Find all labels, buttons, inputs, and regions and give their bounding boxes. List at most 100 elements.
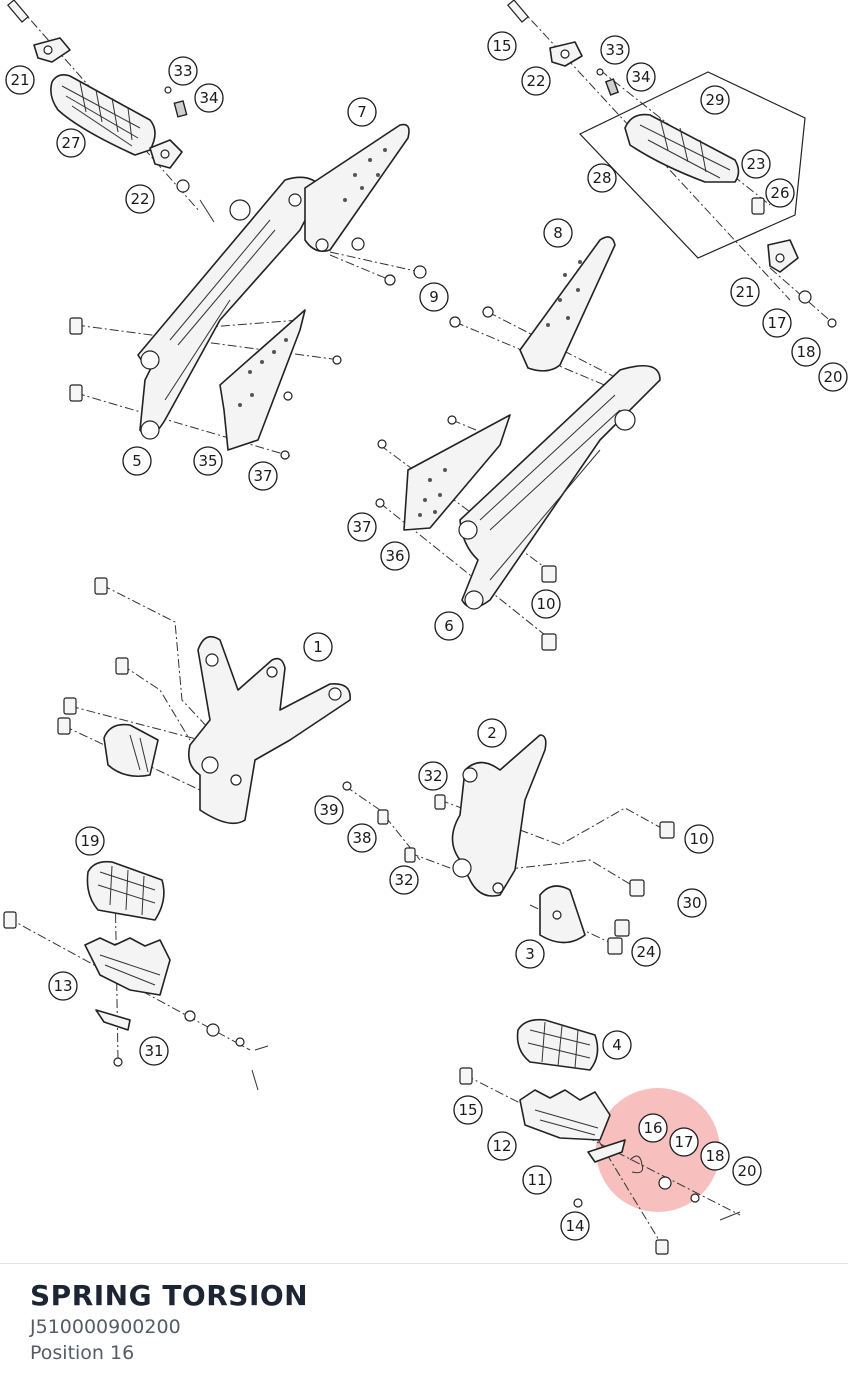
callout[interactable]: 13 (48, 971, 78, 1001)
callout-label: 32 (423, 767, 442, 785)
callout-label: 1 (313, 638, 323, 656)
callout-label: 19 (80, 832, 99, 850)
callout[interactable]: 33 (600, 35, 630, 65)
exploded-parts-diagram: 21 33 34 27 22 7 15 22 33 34 29 23 26 28… (3, 0, 848, 1255)
section-divider (0, 1263, 848, 1264)
callout[interactable]: 9 (419, 282, 449, 312)
callout-label: 6 (444, 617, 454, 635)
callout-label: 18 (796, 343, 815, 361)
callout-label: 21 (10, 71, 29, 89)
callout-label: 11 (527, 1171, 546, 1189)
callout-label: 32 (394, 871, 413, 889)
callout-label: 12 (492, 1137, 511, 1155)
callout-label: 16 (643, 1119, 662, 1137)
callout[interactable]: 30 (677, 888, 707, 918)
callout-label: 15 (458, 1101, 477, 1119)
callout[interactable]: 7 (347, 97, 377, 127)
callout[interactable]: 12 (487, 1131, 517, 1161)
callout-label: 29 (705, 91, 724, 109)
callout[interactable]: 31 (139, 1036, 169, 1066)
callout[interactable]: 4 (602, 1030, 632, 1060)
callout[interactable]: 15 (487, 31, 517, 61)
callout-label: 22 (526, 72, 545, 90)
callout[interactable]: 26 (765, 178, 795, 208)
callout-selected[interactable]: 16 (638, 1113, 668, 1143)
callout-label: 17 (767, 314, 786, 332)
callout[interactable]: 8 (543, 218, 573, 248)
callout-label: 27 (61, 134, 80, 152)
callout-label: 31 (144, 1042, 163, 1060)
callout-label: 13 (53, 977, 72, 995)
callout[interactable]: 19 (75, 826, 105, 856)
callout[interactable]: 27 (56, 128, 86, 158)
callout-label: 23 (746, 155, 765, 173)
callout[interactable]: 20 (732, 1156, 762, 1186)
callout-label: 14 (565, 1217, 584, 1235)
callout[interactable]: 15 (453, 1095, 483, 1125)
callout-label: 26 (770, 184, 789, 202)
rider-bracket-left (69, 123, 427, 460)
callout[interactable]: 6 (434, 611, 464, 641)
callout[interactable]: 28 (587, 163, 617, 193)
callout[interactable]: 34 (194, 83, 224, 113)
callout-label: 8 (553, 224, 563, 242)
callout[interactable]: 32 (418, 761, 448, 791)
callout[interactable]: 34 (626, 62, 656, 92)
passenger-bracket-right (375, 236, 661, 651)
callout[interactable]: 18 (700, 1141, 730, 1171)
callout-label: 20 (737, 1162, 756, 1180)
callout-label: 15 (492, 37, 511, 55)
callout[interactable]: 11 (522, 1165, 552, 1195)
callout-label: 34 (199, 89, 218, 107)
callout[interactable]: 37 (347, 512, 377, 542)
callout[interactable]: 21 (730, 277, 760, 307)
callout[interactable]: 24 (631, 937, 661, 967)
callout[interactable]: 29 (700, 85, 730, 115)
callout[interactable]: 18 (791, 337, 821, 367)
callout[interactable]: 20 (818, 362, 848, 392)
callout-label: 3 (525, 945, 535, 963)
callout[interactable]: 10 (684, 824, 714, 854)
callout[interactable]: 32 (389, 865, 419, 895)
callout[interactable]: 33 (168, 56, 198, 86)
callout-label: 33 (605, 41, 624, 59)
callout-label: 38 (352, 829, 371, 847)
selected-part-highlight (596, 1088, 720, 1212)
callout-label: 4 (612, 1036, 622, 1054)
rider-footpeg-assembly (3, 860, 269, 1091)
callout[interactable]: 17 (762, 308, 792, 338)
callout[interactable]: 1 (303, 632, 333, 662)
callout-label: 39 (319, 801, 338, 819)
callout[interactable]: 21 (5, 65, 35, 95)
callout-label: 36 (385, 547, 404, 565)
part-name: SPRING TORSION (30, 1279, 309, 1312)
callout[interactable]: 5 (122, 446, 152, 476)
part-position: Position 16 (30, 1342, 135, 1364)
rider-footpeg-left (7, 0, 215, 223)
callout[interactable]: 37 (248, 461, 278, 491)
part-number: J510000900200 (30, 1316, 181, 1338)
callout-label: 17 (674, 1133, 693, 1151)
callout[interactable]: 17 (669, 1127, 699, 1157)
callout[interactable]: 39 (314, 795, 344, 825)
callout[interactable]: 35 (193, 446, 223, 476)
callout[interactable]: 2 (477, 718, 507, 748)
callout-label: 10 (536, 595, 555, 613)
callout-label: 22 (130, 190, 149, 208)
callout[interactable]: 22 (125, 184, 155, 214)
callout[interactable]: 10 (531, 589, 561, 619)
callout-label: 28 (592, 169, 611, 187)
passenger-peg-bracket (342, 734, 675, 955)
callout[interactable]: 23 (741, 149, 771, 179)
callout[interactable]: 38 (347, 823, 377, 853)
callout-label: 35 (198, 452, 217, 470)
callout-label: 2 (487, 724, 497, 742)
callout[interactable]: 22 (521, 66, 551, 96)
callout-label: 7 (357, 103, 367, 121)
callout-label: 21 (735, 283, 754, 301)
callout[interactable]: 36 (380, 541, 410, 571)
callout[interactable]: 3 (515, 939, 545, 969)
callout-label: 5 (132, 452, 142, 470)
callout[interactable]: 14 (560, 1211, 590, 1241)
callout-label: 37 (253, 467, 272, 485)
